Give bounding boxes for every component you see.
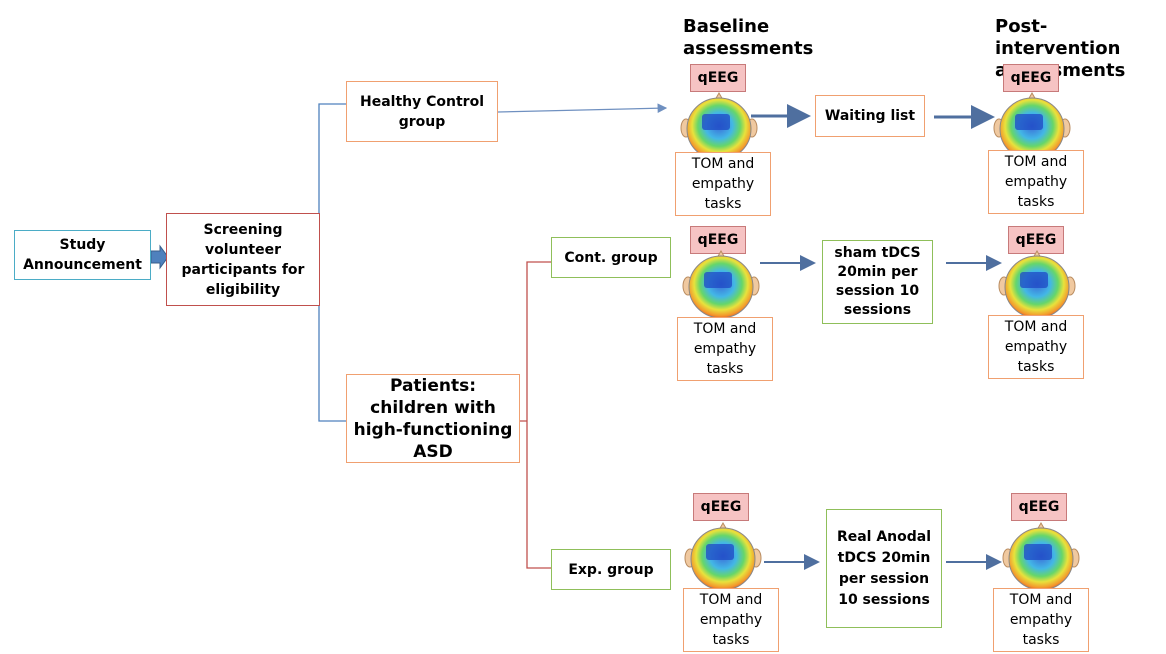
exp-group-box: Exp. group [551, 549, 671, 590]
qeeg-label: qEEG [1008, 226, 1064, 254]
cont-group-box: Cont. group [551, 237, 671, 278]
qeeg-label: qEEG [690, 64, 746, 92]
healthy-to-baseline-arrow [497, 103, 668, 113]
sham-tdcs-box: sham tDCS 20min per session 10 sessions [822, 240, 933, 324]
screening-box: Screening volunteer participants for eli… [166, 213, 320, 306]
row2-post-tasks-box: TOM and empathy tasks [988, 315, 1084, 379]
eeg-head-map-icon [680, 92, 758, 161]
patients-branch-connector [520, 261, 551, 569]
baseline-header: Baseline assessments [683, 16, 814, 59]
row2-baseline-tasks-box: TOM and empathy tasks [677, 317, 773, 381]
row3-baseline-tasks-box: TOM and empathy tasks [683, 588, 779, 652]
real-anodal-tdcs-box: Real Anodal tDCS 20min per session 10 se… [826, 509, 942, 628]
study-announcement-box: Study Announcement [14, 230, 151, 280]
study-to-screening-arrow [150, 244, 169, 270]
eeg-head-map-icon [1002, 522, 1080, 591]
eeg-head-map-icon [682, 250, 760, 319]
eeg-head-map-icon [998, 250, 1076, 319]
eeg-head-map-icon [684, 522, 762, 591]
row3-post-tasks-box: TOM and empathy tasks [993, 588, 1089, 652]
healthy-control-box: Healthy Control group [346, 81, 498, 142]
qeeg-label: qEEG [1011, 493, 1067, 521]
row1-baseline-tasks-box: TOM and empathy tasks [675, 152, 771, 216]
qeeg-label: qEEG [1003, 64, 1059, 92]
waiting-list-box: Waiting list [815, 95, 925, 137]
qeeg-label: qEEG [690, 226, 746, 254]
qeeg-label: qEEG [693, 493, 749, 521]
patients-box: Patients: children with high-functioning… [346, 374, 520, 463]
screening-branch-connector [318, 103, 346, 422]
eeg-head-map-icon [993, 92, 1071, 161]
row1-post-tasks-box: TOM and empathy tasks [988, 150, 1084, 214]
